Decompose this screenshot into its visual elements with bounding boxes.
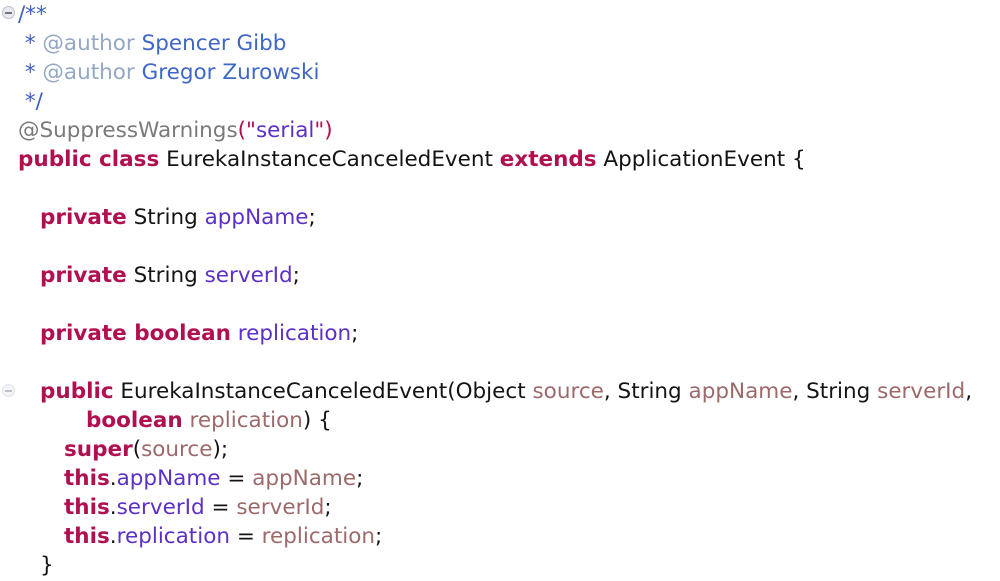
code-token: @author (42, 60, 135, 85)
fold-marker-javadoc[interactable] (2, 6, 15, 19)
code-token: public class (18, 147, 160, 172)
code-token: ; (324, 495, 332, 520)
code-token: ) { (302, 408, 332, 433)
code-line[interactable] (0, 348, 1000, 377)
code-token: Spencer Gibb (134, 31, 287, 56)
code-token: source (141, 437, 213, 462)
code-token: serverId (204, 263, 293, 288)
code-line[interactable] (0, 174, 1000, 203)
code-token: ; (375, 524, 383, 549)
code-token: source (532, 379, 604, 404)
code-token: */ (18, 89, 43, 114)
code-line[interactable]: /** (0, 0, 1000, 29)
code-line[interactable] (0, 232, 1000, 261)
code-token: . (109, 466, 117, 491)
code-token: super (64, 437, 133, 462)
code-line[interactable]: * @author Gregor Zurowski (0, 58, 1000, 87)
code-token: appName (116, 466, 221, 491)
code-line[interactable]: public EurekaInstanceCanceledEvent(Objec… (0, 377, 1000, 406)
code-token: replication (261, 524, 376, 549)
code-token: appName (204, 205, 309, 230)
code-token: , (965, 379, 973, 404)
code-token: EurekaInstanceCanceledEvent (159, 147, 500, 172)
code-line[interactable]: this.replication = replication; (0, 522, 1000, 551)
code-token: , String (603, 379, 689, 404)
code-token: } (40, 553, 54, 578)
code-token: replication (230, 321, 352, 346)
code-token: serial (255, 118, 315, 143)
code-token: this (64, 524, 110, 549)
code-token: appName (252, 466, 357, 491)
code-line[interactable]: @SuppressWarnings("serial") (0, 116, 1000, 145)
code-token: private boolean (40, 321, 231, 346)
code-line[interactable]: private String appName; (0, 203, 1000, 232)
code-line[interactable]: } (0, 551, 1000, 580)
code-token: * (18, 60, 43, 85)
code-token: EurekaInstanceCanceledEvent(Object (113, 379, 533, 404)
code-token: appName (688, 379, 793, 404)
code-token: this (64, 495, 110, 520)
code-token: (" (237, 118, 256, 143)
code-line[interactable]: this.serverId = serverId; (0, 493, 1000, 522)
code-token: ); (212, 437, 229, 462)
code-token: replication (182, 408, 303, 433)
code-line[interactable]: * @author Spencer Gibb (0, 29, 1000, 58)
code-token: private (40, 205, 127, 230)
code-line[interactable]: private String serverId; (0, 261, 1000, 290)
code-line[interactable]: boolean replication) { (0, 406, 1000, 435)
code-line[interactable]: public class EurekaInstanceCanceledEvent… (0, 145, 1000, 174)
code-token: ; (292, 263, 300, 288)
code-token: ; (351, 321, 359, 346)
code-token: String (126, 205, 205, 230)
code-line[interactable]: this.appName = appName; (0, 464, 1000, 493)
code-token: boolean (86, 408, 183, 433)
code-token: replication (116, 524, 230, 549)
code-token: serverId (116, 495, 205, 520)
code-token: private (40, 263, 127, 288)
code-token: * (18, 31, 43, 56)
code-token: String (126, 263, 205, 288)
code-token: ") (314, 118, 333, 143)
code-token: ; (308, 205, 316, 230)
code-token: , String (792, 379, 878, 404)
code-token: . (109, 495, 117, 520)
code-token: serverId (236, 495, 325, 520)
code-token: this (64, 466, 110, 491)
code-token: = (220, 466, 253, 491)
code-token: @author (42, 31, 135, 56)
code-token: = (204, 495, 237, 520)
code-token: ( (132, 437, 142, 462)
code-token: /** (18, 2, 47, 27)
code-line[interactable]: super(source); (0, 435, 1000, 464)
code-token: public (40, 379, 114, 404)
fold-marker-constructor[interactable] (2, 384, 15, 397)
code-token: = (229, 524, 262, 549)
code-line[interactable] (0, 290, 1000, 319)
code-token: ; (356, 466, 364, 491)
code-token: Gregor Zurowski (134, 60, 320, 85)
code-line[interactable]: private boolean replication; (0, 319, 1000, 348)
code-token: serverId (877, 379, 966, 404)
code-token: extends (499, 147, 597, 172)
folding-gutter[interactable] (0, 0, 18, 581)
code-token: . (109, 524, 117, 549)
code-token: ApplicationEvent { (596, 147, 806, 172)
code-line[interactable]: */ (0, 87, 1000, 116)
code-token: @SuppressWarnings (18, 118, 238, 143)
